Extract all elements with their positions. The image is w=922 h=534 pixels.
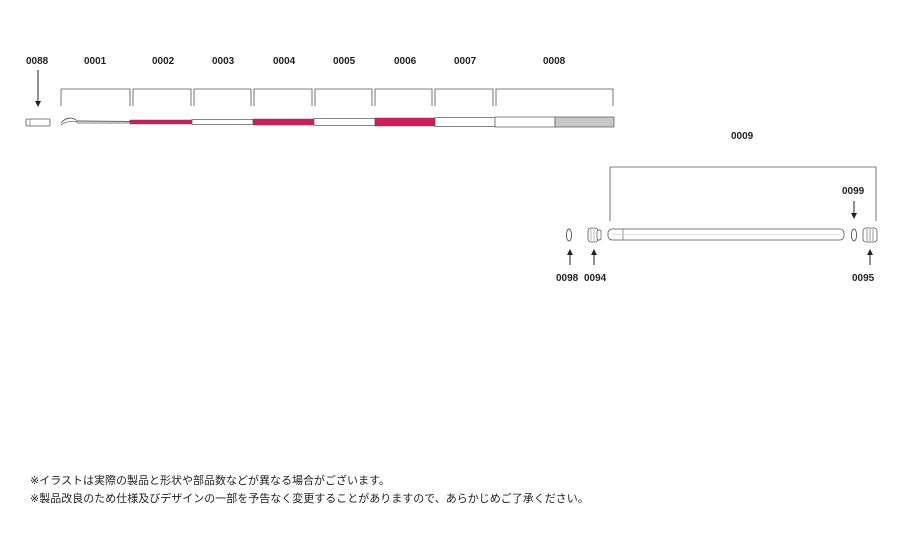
bracket-0002: [132, 88, 192, 106]
part-0002-section: [129, 119, 193, 125]
bracket-0003: [193, 88, 252, 106]
bracket-0009: [609, 166, 877, 221]
label-0007: 0007: [454, 56, 477, 67]
bracket-0007: [434, 88, 494, 106]
part-0094-cap: [587, 227, 602, 243]
part-0009-extension-tube: [607, 228, 845, 241]
label-0005: 0005: [333, 56, 356, 67]
disclaimer-illustration: ※イラストは実際の製品と形状や部品数などが異なる場合がございます。: [30, 474, 390, 487]
bracket-0004: [253, 88, 313, 106]
part-0006-section: [374, 117, 436, 127]
part-0004-section: [252, 118, 315, 126]
bracket-0006: [374, 88, 433, 106]
label-0006: 0006: [394, 56, 417, 67]
disclaimer-specification: ※製品改良のため仕様及びデザインの一部を予告なく変更することがありますので、あら…: [30, 492, 589, 505]
label-0098: 0098: [556, 273, 579, 284]
part-0001-tip-section: [60, 117, 131, 126]
label-0001: 0001: [84, 56, 107, 67]
label-0094: 0094: [584, 273, 607, 284]
label-0004: 0004: [273, 56, 296, 67]
label-0009: 0009: [731, 131, 754, 142]
part-0098-o-ring: [565, 228, 573, 242]
part-0003-section: [191, 119, 254, 125]
part-0007-section: [434, 117, 496, 127]
bracket-0005: [314, 88, 373, 106]
bracket-0001: [60, 88, 131, 106]
label-0095: 0095: [852, 273, 875, 284]
label-0008: 0008: [543, 56, 566, 67]
part-0088-tip-cap: [25, 118, 51, 127]
label-0099: 0099: [842, 186, 865, 197]
part-0005-section: [313, 118, 376, 126]
part-0008-butt-section: [494, 116, 615, 128]
label-0003: 0003: [212, 56, 235, 67]
label-0002: 0002: [152, 56, 175, 67]
part-0095-butt-cap: [862, 227, 878, 243]
part-0099-o-ring: [850, 228, 858, 242]
bracket-0008: [495, 88, 614, 106]
label-0088: 0088: [26, 56, 49, 67]
